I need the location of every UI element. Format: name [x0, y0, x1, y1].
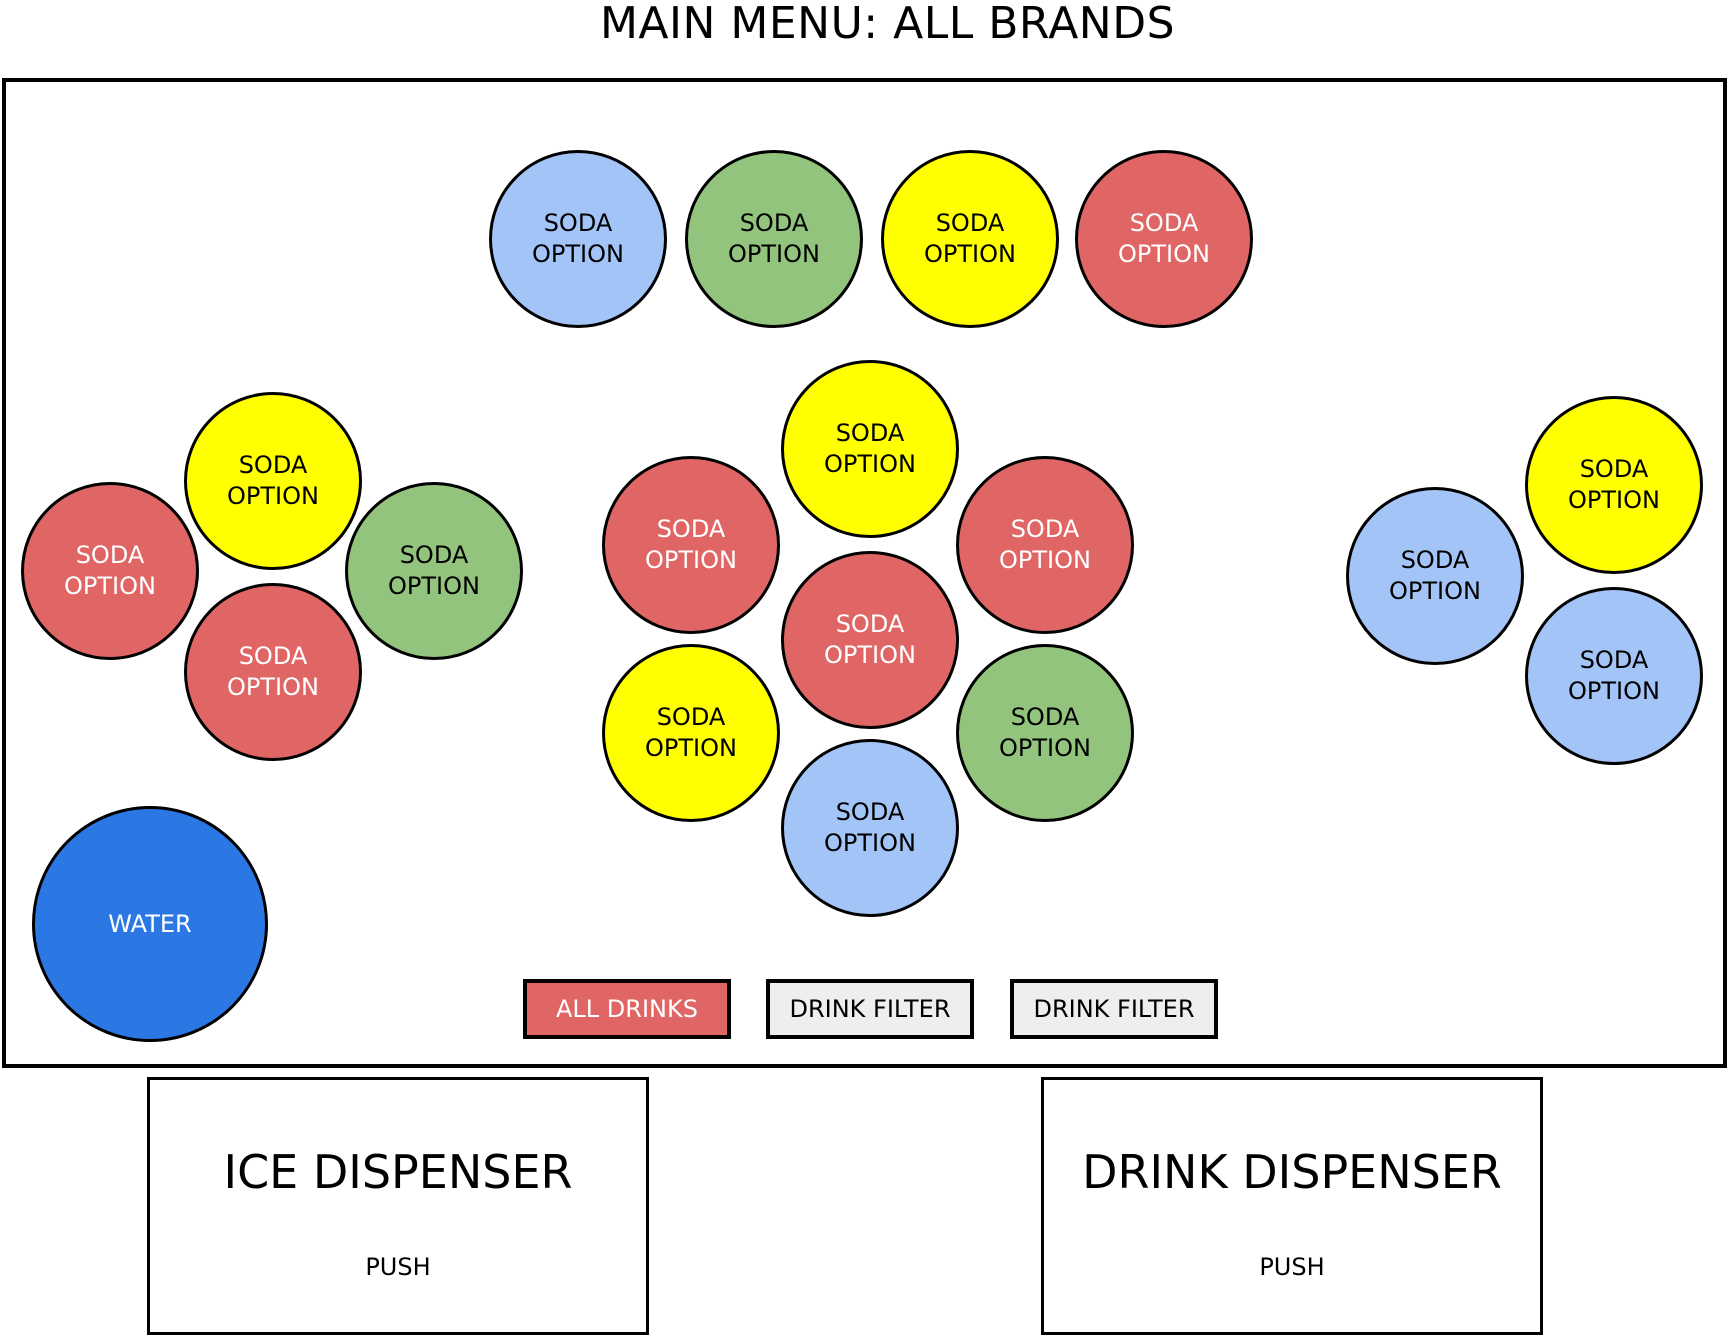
soda-option-label-line2: OPTION [924, 240, 1016, 268]
soda-option-left-3[interactable]: SODA OPTION [345, 482, 523, 660]
soda-option-center-5[interactable]: SODA OPTION [602, 644, 780, 822]
drink-filter-button-2[interactable]: DRINK FILTER [1010, 979, 1218, 1039]
soda-option-label-line1: SODA [835, 798, 905, 826]
soda-option-label-line2: OPTION [532, 240, 624, 268]
soda-option-label-line1: SODA [1579, 646, 1649, 674]
soda-option-top-2[interactable]: SODA OPTION [685, 150, 863, 328]
soda-option-label-line1: SODA [238, 642, 308, 670]
soda-option-center-4[interactable]: SODA OPTION [781, 551, 959, 729]
soda-option-label-line2: OPTION [824, 829, 916, 857]
soda-option-label-line2: OPTION [645, 546, 737, 574]
soda-option-center-7[interactable]: SODA OPTION [781, 739, 959, 917]
soda-option-label-line1: SODA [238, 451, 308, 479]
soda-option-label-line1: SODA [835, 419, 905, 447]
soda-option-label-line1: SODA [1129, 209, 1199, 237]
soda-option-label-line2: OPTION [227, 482, 319, 510]
page-title: MAIN MENU: ALL BRANDS [599, 0, 1176, 49]
soda-option-label-line1: SODA [835, 610, 905, 638]
water-label: WATER [108, 909, 192, 938]
soda-option-label-line1: SODA [1010, 515, 1080, 543]
ice-dispenser-push-label: PUSH [365, 1253, 431, 1281]
soda-option-center-1[interactable]: SODA OPTION [781, 360, 959, 538]
soda-option-label-line2: OPTION [728, 240, 820, 268]
drink-dispenser-push-label: PUSH [1259, 1253, 1325, 1281]
soda-option-top-4[interactable]: SODA OPTION [1075, 150, 1253, 328]
drink-filter-button-1[interactable]: DRINK FILTER [766, 979, 974, 1039]
drink-dispenser-button[interactable]: DRINK DISPENSER PUSH [1041, 1077, 1543, 1335]
soda-option-label-line1: SODA [935, 209, 1005, 237]
soda-option-label-line2: OPTION [1389, 577, 1481, 605]
drink-dispenser-title: DRINK DISPENSER [1082, 1145, 1502, 1199]
ice-dispenser-title: ICE DISPENSER [223, 1145, 573, 1199]
soda-option-label-line2: OPTION [388, 572, 480, 600]
soda-option-top-3[interactable]: SODA OPTION [881, 150, 1059, 328]
soda-option-label-line1: SODA [1579, 455, 1649, 483]
soda-option-label-line1: SODA [543, 209, 613, 237]
soda-option-label-line2: OPTION [824, 641, 916, 669]
soda-option-label-line2: OPTION [645, 734, 737, 762]
soda-option-right-2[interactable]: SODA OPTION [1346, 487, 1524, 665]
soda-option-label-line2: OPTION [1568, 677, 1660, 705]
soda-option-label-line1: SODA [1010, 703, 1080, 731]
soda-option-label-line1: SODA [656, 703, 726, 731]
soda-option-left-1[interactable]: SODA OPTION [184, 392, 362, 570]
soda-option-label-line2: OPTION [999, 546, 1091, 574]
soda-option-left-2[interactable]: SODA OPTION [21, 482, 199, 660]
soda-option-label-line2: OPTION [1118, 240, 1210, 268]
soda-option-label-line1: SODA [399, 541, 469, 569]
soda-option-top-1[interactable]: SODA OPTION [489, 150, 667, 328]
soda-option-label-line2: OPTION [999, 734, 1091, 762]
soda-option-right-3[interactable]: SODA OPTION [1525, 587, 1703, 765]
soda-option-label-line2: OPTION [824, 450, 916, 478]
soda-option-label-line2: OPTION [227, 673, 319, 701]
soda-option-label-line1: SODA [75, 541, 145, 569]
soda-option-label-line2: OPTION [64, 572, 156, 600]
all-drinks-filter-button[interactable]: ALL DRINKS [523, 979, 731, 1039]
soda-option-label-line1: SODA [1400, 546, 1470, 574]
ice-dispenser-button[interactable]: ICE DISPENSER PUSH [147, 1077, 649, 1335]
soda-option-center-3[interactable]: SODA OPTION [956, 456, 1134, 634]
soda-option-label-line2: OPTION [1568, 486, 1660, 514]
soda-option-center-6[interactable]: SODA OPTION [956, 644, 1134, 822]
water-button[interactable]: WATER [32, 806, 268, 1042]
soda-option-center-2[interactable]: SODA OPTION [602, 456, 780, 634]
soda-option-label-line1: SODA [656, 515, 726, 543]
soda-option-label-line1: SODA [739, 209, 809, 237]
soda-option-right-1[interactable]: SODA OPTION [1525, 396, 1703, 574]
soda-option-left-4[interactable]: SODA OPTION [184, 583, 362, 761]
